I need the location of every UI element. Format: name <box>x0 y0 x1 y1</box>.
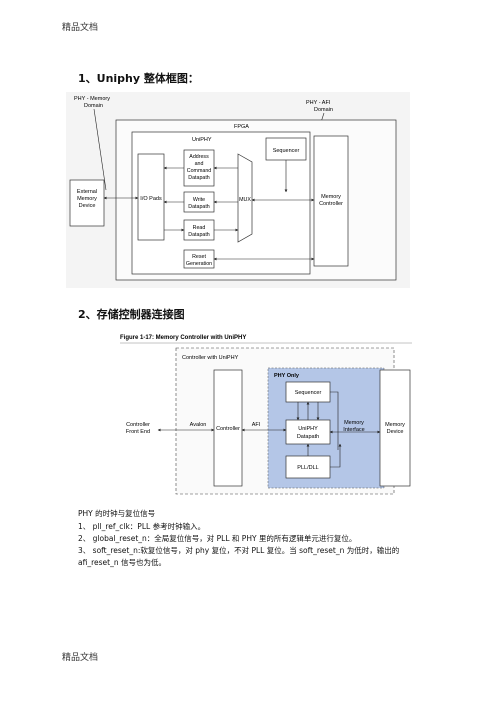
uniphy-datapath-label-1: UniPHY <box>298 426 318 432</box>
controller-label: Controller <box>216 426 240 432</box>
section1-heading: 1、Uniphy 整体框图： <box>78 72 199 85</box>
io-pads-label: I/O Pads <box>140 196 162 202</box>
body-item-2: 2、 global_reset_n：全局复位信号，对 PLL 和 PHY 里的所… <box>78 534 357 543</box>
controller-block <box>213 369 243 487</box>
memory-interface-label-1: Memory <box>344 420 364 426</box>
body-item-3: 3、 soft_reset_n:软复位信号，对 phy 复位，不对 PLL 复位… <box>78 546 400 555</box>
address-command-datapath-block <box>183 149 215 187</box>
seq-feedback-line <box>330 391 339 450</box>
read-datapath-label-1: Read <box>193 225 206 231</box>
external-memory-device-label-1: External <box>77 189 97 195</box>
sequencer-label: Sequencer <box>295 390 322 396</box>
avalon-label: Avalon <box>190 422 207 428</box>
reset-gen-label-2: Generation <box>186 261 212 267</box>
external-memory-device-block <box>69 179 105 227</box>
external-memory-device-label-2: Memory <box>77 196 97 202</box>
uniphy-datapath-block <box>285 419 331 445</box>
pll-dll-label: PLL/DLL <box>297 465 318 471</box>
phy-memory-domain-label-1: PHY - Memory <box>74 96 110 102</box>
afi-label: AFI <box>252 422 261 428</box>
body-title: PHY 的时钟与复位信号 <box>78 509 156 518</box>
memory-controller-block <box>313 135 349 267</box>
memory-controller-label-2: Controller <box>319 201 343 207</box>
section2-heading: 2、存储控制器连接图 <box>78 308 185 321</box>
addr-cmd-label-4: Datapath <box>188 175 210 181</box>
pll-feedback-line <box>330 443 342 468</box>
phy-only-label: PHY Only <box>274 373 300 379</box>
io-pads-block <box>137 153 165 241</box>
memory-controller-label-1: Memory <box>321 194 341 200</box>
memory-interface-label-2: Interface <box>343 427 364 433</box>
write-datapath-label-2: Datapath <box>188 204 210 210</box>
uniphy-block-diagram: PHY - Memory Domain PHY - AFI Domain FPG… <box>66 92 410 288</box>
page-footer: 精品文档 <box>62 653 99 663</box>
read-datapath-label-2: Datapath <box>188 232 210 238</box>
addr-cmd-label-1: Address <box>189 154 209 160</box>
reset-gen-label-1: Reset <box>192 254 206 260</box>
memory-controller-connection-diagram: Figure 1-17: Memory Controller with UniP… <box>120 335 412 495</box>
controller-front-end-label-2: Front End <box>126 429 150 435</box>
page-header: 精品文档 <box>62 23 99 33</box>
controller-with-uniphy-label: Controller with UniPHY <box>182 355 239 361</box>
addr-cmd-label-3: Command <box>187 168 211 174</box>
body-item-4: afi_reset_n 信号也为低。 <box>78 558 166 567</box>
memory-device-block <box>379 369 411 487</box>
phy-memory-domain-pointer <box>93 108 107 191</box>
controller-front-end-label-1: Controller <box>126 422 150 428</box>
memory-device-label-2: Device <box>387 429 404 435</box>
memory-device-label-1: Memory <box>385 422 405 428</box>
write-datapath-label-1: Write <box>193 197 205 203</box>
fpga-label: FPGA <box>234 124 249 130</box>
mux-block <box>237 153 253 243</box>
body-item-1: 1、 pll_ref_clk：PLL 参考时钟输入。 <box>78 522 206 531</box>
figure-caption: Figure 1-17: Memory Controller with UniP… <box>120 335 246 341</box>
phy-memory-domain-label-2: Domain <box>84 103 103 109</box>
addr-cmd-label-2: and <box>195 161 204 167</box>
mux-label: MUX <box>239 197 251 203</box>
phy-afi-domain-label-2: Domain <box>314 107 333 113</box>
uniphy-label: UniPHY <box>192 137 212 143</box>
external-memory-device-label-3: Device <box>79 203 96 209</box>
phy-afi-domain-label-1: PHY - AFI <box>306 100 331 106</box>
sequencer-label: Sequencer <box>273 148 300 154</box>
uniphy-datapath-label-2: Datapath <box>297 434 319 440</box>
